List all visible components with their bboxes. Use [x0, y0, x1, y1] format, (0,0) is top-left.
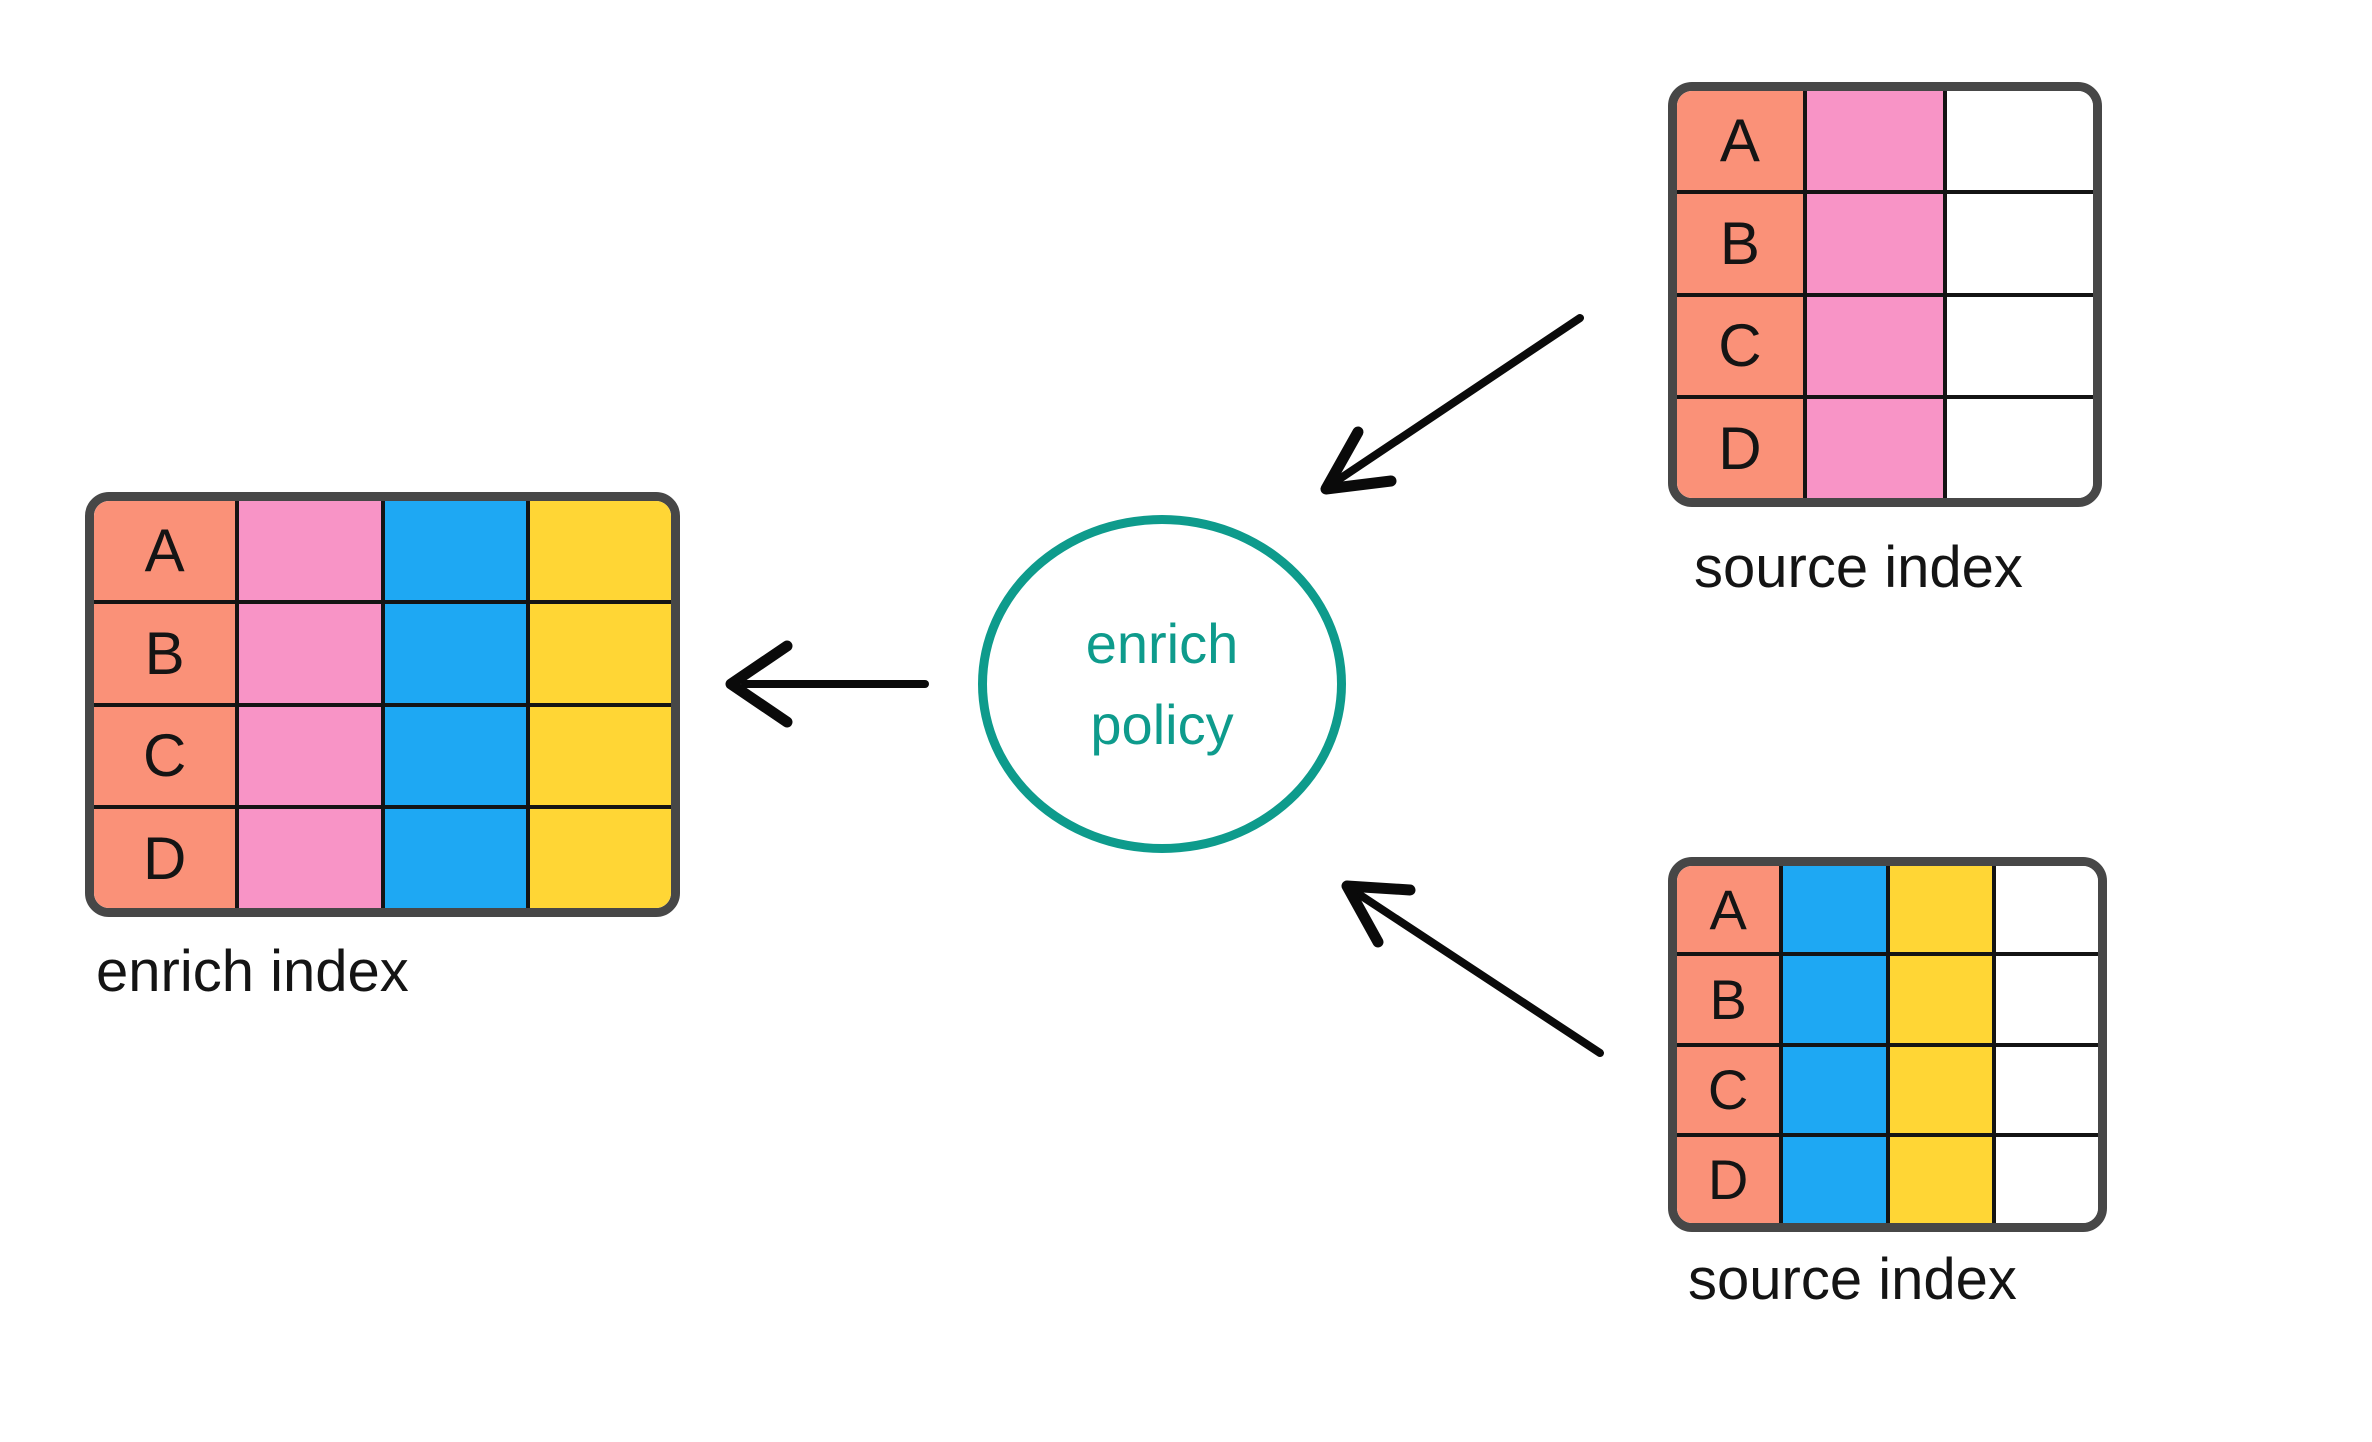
arrow-policy-to-enrich-index [725, 640, 929, 728]
value-cell-empty [1947, 193, 2093, 293]
table-row: B [1677, 956, 2098, 1047]
row-key-cell: B [1677, 193, 1807, 293]
enrich-policy-label-line1: enrich [1085, 611, 1239, 675]
enrich-index-table: A B C D [85, 492, 680, 917]
value-cell-yellow [529, 809, 671, 908]
value-cell-blue [1783, 1046, 1890, 1133]
value-cell-blue [384, 501, 530, 600]
arrow-source-top-to-policy [1320, 314, 1584, 495]
value-cell-pink [239, 809, 385, 908]
value-cell-yellow [529, 501, 671, 600]
row-key-cell: C [1677, 1046, 1784, 1133]
table-row: C [1677, 1046, 2098, 1137]
value-cell-pink [239, 501, 385, 600]
enrich-policy-label-line2: policy [1090, 693, 1234, 756]
value-cell-yellow [529, 706, 671, 806]
value-cell-blue [1783, 956, 1890, 1043]
value-cell-empty [1995, 956, 2098, 1043]
value-cell-empty [1995, 1046, 2098, 1133]
value-cell-yellow [1889, 866, 1996, 953]
arrow-source-bottom-to-policy [1341, 880, 1604, 1057]
row-key-cell: D [94, 809, 240, 908]
value-cell-blue [384, 809, 530, 908]
value-cell-blue [1783, 866, 1890, 953]
table-row: A [1677, 866, 2098, 957]
value-cell-blue [1783, 1136, 1890, 1223]
row-key-cell: D [1677, 1136, 1784, 1223]
row-key-cell: A [1677, 91, 1807, 190]
value-cell-empty [1947, 399, 2093, 498]
value-cell-pink [239, 706, 385, 806]
value-cell-empty [1995, 866, 2098, 953]
table-row: A [94, 501, 671, 604]
value-cell-pink [1806, 399, 1948, 498]
value-cell-yellow [529, 603, 671, 703]
table-row: B [1677, 193, 2093, 297]
row-key-cell: B [94, 603, 240, 703]
value-cell-pink [1806, 296, 1948, 396]
source-index-top-table: A B C D [1668, 82, 2102, 507]
source-index-bottom-label: source index [1688, 1247, 2017, 1312]
row-key-cell: C [1677, 296, 1807, 396]
value-cell-yellow [1889, 1136, 1996, 1223]
enrich-index-label: enrich index [96, 939, 409, 1004]
value-cell-blue [384, 603, 530, 703]
enrich-policy-node: enrich policy [978, 515, 1346, 853]
table-row: D [1677, 1136, 2098, 1223]
value-cell-yellow [1889, 956, 1996, 1043]
table-row: B [94, 603, 671, 707]
row-key-cell: C [94, 706, 240, 806]
value-cell-blue [384, 706, 530, 806]
value-cell-pink [1806, 193, 1948, 293]
table-row: C [1677, 296, 2093, 400]
value-cell-pink [1806, 91, 1948, 190]
table-row: D [1677, 399, 2093, 498]
table-row: C [94, 706, 671, 810]
value-cell-pink [239, 603, 385, 703]
row-key-cell: A [1677, 866, 1784, 953]
row-key-cell: B [1677, 956, 1784, 1043]
source-index-bottom-table: A B C D [1668, 857, 2107, 1232]
value-cell-empty [1947, 296, 2093, 396]
table-row: A [1677, 91, 2093, 194]
value-cell-empty [1995, 1136, 2098, 1223]
row-key-cell: D [1677, 399, 1807, 498]
value-cell-yellow [1889, 1046, 1996, 1133]
table-row: D [94, 809, 671, 908]
row-key-cell: A [94, 501, 240, 600]
source-index-top-label: source index [1694, 535, 2023, 600]
value-cell-empty [1947, 91, 2093, 190]
